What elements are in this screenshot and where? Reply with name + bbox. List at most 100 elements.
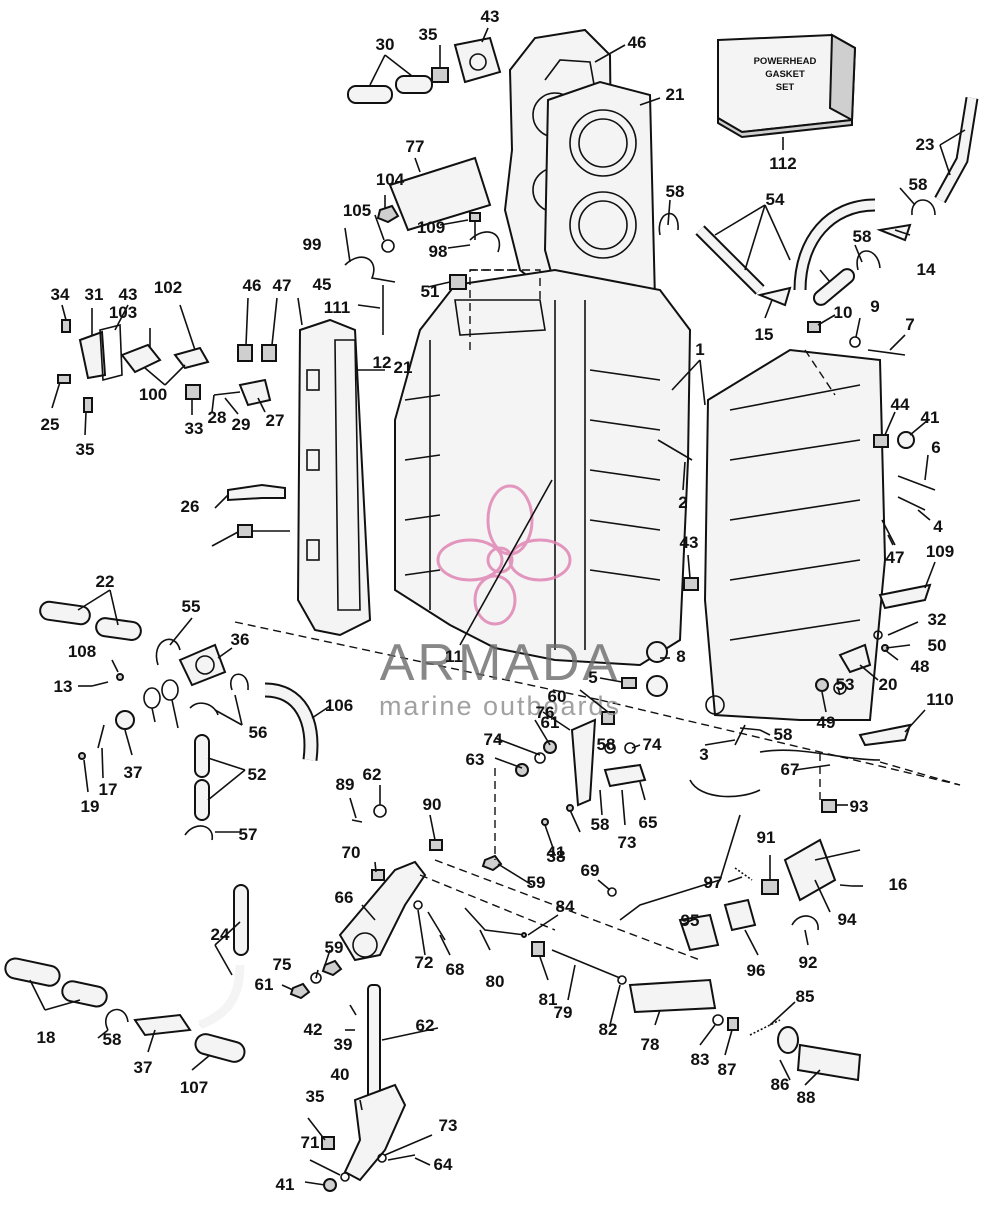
callout-103: 103 [109, 303, 137, 322]
callout-20: 20 [879, 675, 898, 694]
callout-50: 50 [928, 636, 947, 655]
callout-23: 23 [916, 135, 935, 154]
callout-109: 109 [417, 218, 445, 237]
callout-54: 54 [766, 190, 785, 209]
callout-28: 28 [208, 408, 227, 427]
hose-31 [347, 75, 433, 104]
callout-87: 87 [718, 1060, 737, 1079]
callout-55: 55 [182, 597, 201, 616]
callout-60: 60 [548, 687, 567, 706]
callout-47: 47 [886, 548, 905, 567]
callout-104: 104 [376, 170, 405, 189]
hose-24 [198, 884, 249, 1030]
callout-37: 37 [134, 1058, 153, 1077]
callout-45: 45 [313, 275, 332, 294]
callout-41: 41 [921, 408, 940, 427]
gasket-set-box: POWERHEAD GASKET SET [717, 33, 857, 139]
callout-41: 41 [276, 1175, 295, 1194]
callout-10: 10 [834, 303, 853, 322]
callout-83: 83 [691, 1050, 710, 1069]
callout-59: 59 [527, 873, 546, 892]
watermark-brand: ARMADA [380, 634, 620, 692]
hose-18 [4, 957, 108, 1008]
callout-105: 105 [343, 201, 371, 220]
callout-1: 1 [695, 340, 704, 359]
callout-72: 72 [415, 953, 434, 972]
callout-42: 42 [304, 1020, 323, 1039]
callout-77: 77 [406, 137, 425, 156]
callout-6: 6 [931, 438, 940, 457]
callout-93: 93 [850, 797, 869, 816]
callout-27: 27 [266, 411, 285, 430]
callout-79: 79 [554, 1003, 573, 1022]
watermark-logo-icon [436, 484, 572, 626]
callout-17: 17 [99, 780, 118, 799]
callout-111: 111 [324, 298, 351, 317]
callout-40: 40 [331, 1065, 350, 1084]
callout-66: 66 [335, 888, 354, 907]
callout-71: 71 [301, 1133, 320, 1152]
callout-110: 110 [926, 690, 953, 709]
callout-58: 58 [597, 735, 616, 754]
callout-30: 30 [376, 35, 395, 54]
callout-70: 70 [342, 843, 361, 862]
callout-57: 57 [239, 825, 258, 844]
callout-61: 61 [541, 713, 560, 732]
callout-8: 8 [676, 647, 685, 666]
callout-2: 2 [678, 493, 687, 512]
callout-62: 62 [363, 765, 382, 784]
hose-57 [695, 198, 876, 295]
callout-99: 99 [303, 235, 322, 254]
callout-3: 3 [699, 745, 708, 764]
callout-18: 18 [37, 1028, 56, 1047]
callout-81: 81 [539, 990, 558, 1009]
cylinder-block [394, 268, 692, 667]
callout-26: 26 [181, 497, 200, 516]
callout-102: 102 [154, 278, 182, 297]
callout-95: 95 [681, 911, 700, 930]
callout-97: 97 [704, 873, 723, 892]
callout-47: 47 [273, 276, 292, 295]
callout-53: 53 [836, 675, 855, 694]
callout-78: 78 [641, 1035, 660, 1054]
callout-14: 14 [917, 260, 936, 279]
callout-9: 9 [870, 297, 879, 316]
callout-98: 98 [429, 242, 448, 261]
callout-numbers: 1234567891011121314151617181920212122232… [37, 7, 955, 1194]
callout-58: 58 [853, 227, 872, 246]
callout-75: 75 [273, 955, 292, 974]
callout-35: 35 [419, 25, 438, 44]
callout-52: 52 [248, 765, 267, 784]
hose-55 [194, 734, 210, 821]
callout-51: 51 [421, 282, 440, 301]
box-label-line2: GASKET [765, 69, 805, 80]
callout-58: 58 [103, 1030, 122, 1049]
callout-96: 96 [747, 961, 766, 980]
box-label-line1: POWERHEAD [754, 56, 817, 67]
callout-58: 58 [774, 725, 793, 744]
callout-4: 4 [933, 517, 943, 536]
callout-100: 100 [139, 385, 167, 404]
callout-92: 92 [799, 953, 818, 972]
callout-43: 43 [481, 7, 500, 26]
callout-48: 48 [911, 657, 930, 676]
callout-46: 46 [243, 276, 262, 295]
callout-59: 59 [325, 938, 344, 957]
callout-90: 90 [423, 795, 442, 814]
callout-80: 80 [486, 972, 505, 991]
callout-74: 74 [484, 730, 503, 749]
callout-43: 43 [119, 285, 138, 304]
callout-89: 89 [336, 775, 355, 794]
callout-24: 24 [211, 925, 230, 944]
callout-58: 58 [591, 815, 610, 834]
callout-35: 35 [306, 1087, 325, 1106]
callout-15: 15 [755, 325, 774, 344]
callout-85: 85 [796, 987, 815, 1006]
callout-84: 84 [556, 897, 575, 916]
callout-35: 35 [76, 440, 95, 459]
linkage-rods [619, 814, 741, 921]
callout-86: 86 [771, 1075, 790, 1094]
callout-49: 49 [817, 713, 836, 732]
assembly-lines [234, 269, 961, 961]
callout-73: 73 [439, 1116, 458, 1135]
